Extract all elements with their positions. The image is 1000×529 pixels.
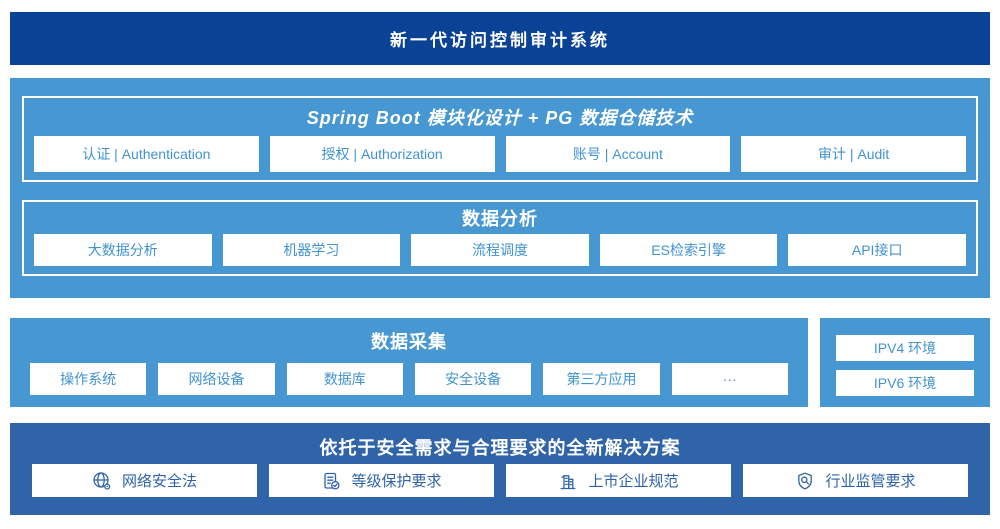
analysis-row: 大数据分析 机器学习 流程调度 ES检索引擎 API接口 xyxy=(32,234,968,266)
globe-icon xyxy=(92,471,112,491)
page-title: 新一代访问控制审计系统 xyxy=(390,31,610,50)
collection-box-network: 网络设备 xyxy=(158,363,275,395)
solution-box-cybersecurity-law: 网络安全法 xyxy=(32,464,257,497)
architecture-frame: Spring Boot 模块化设计 + PG 数据仓储技术 认证 | Authe… xyxy=(22,96,978,182)
collection-box-os: 操作系统 xyxy=(30,363,147,395)
analysis-box-api: API接口 xyxy=(788,234,966,266)
solution-box-listed-company: 上市企业规范 xyxy=(506,464,731,497)
platform-section: Spring Boot 模块化设计 + PG 数据仓储技术 认证 | Authe… xyxy=(10,78,990,298)
solution-box-industry-regulation: 行业监管要求 xyxy=(743,464,968,497)
collection-block: 数据采集 操作系统 网络设备 数据库 安全设备 第三方应用 ··· xyxy=(10,318,808,407)
environment-block: IPV4 环境 IPV6 环境 xyxy=(820,318,990,407)
collection-box-database: 数据库 xyxy=(286,363,403,395)
analysis-box-ml: 机器学习 xyxy=(222,234,401,266)
architecture-title: Spring Boot 模块化设计 + PG 数据仓储技术 xyxy=(306,108,694,128)
solution-title: 依托于安全需求与合理要求的全新解决方案 xyxy=(319,438,681,458)
ipv6-box: IPV6 环境 xyxy=(836,370,974,396)
collection-box-security: 安全设备 xyxy=(414,363,532,395)
analysis-box-bigdata: 大数据分析 xyxy=(34,234,212,266)
solution-row: 网络安全法 等级保护要求 xyxy=(32,464,968,497)
collection-box-more: ··· xyxy=(671,363,788,395)
module-box-audit: 审计 | Audit xyxy=(741,136,966,172)
solution-box-label: 上市企业规范 xyxy=(588,473,679,490)
document-check-icon xyxy=(321,471,341,491)
analysis-title: 数据分析 xyxy=(462,209,538,229)
solution-box-label: 等级保护要求 xyxy=(351,473,442,490)
ipv4-box: IPV4 环境 xyxy=(836,335,974,361)
analysis-frame: 数据分析 大数据分析 机器学习 流程调度 ES检索引擎 API接口 xyxy=(22,200,978,276)
collection-box-thirdparty: 第三方应用 xyxy=(543,363,660,395)
building-icon xyxy=(558,471,578,491)
module-box-authentication: 认证 | Authentication xyxy=(34,136,259,172)
solution-section: 依托于安全需求与合理要求的全新解决方案 网络安全法 xyxy=(10,423,990,515)
module-box-account: 账号 | Account xyxy=(505,136,731,172)
analysis-box-es: ES检索引擎 xyxy=(599,234,778,266)
solution-box-label: 网络安全法 xyxy=(121,473,197,490)
shield-search-icon xyxy=(795,471,815,491)
collection-title: 数据采集 xyxy=(371,332,447,352)
collection-section: 数据采集 操作系统 网络设备 数据库 安全设备 第三方应用 ··· IPV4 环… xyxy=(10,318,990,407)
module-box-authorization: 授权 | Authorization xyxy=(269,136,495,172)
analysis-box-workflow: 流程调度 xyxy=(411,234,589,266)
module-row: 认证 | Authentication 授权 | Authorization 账… xyxy=(32,136,968,172)
solution-box-label: 行业监管要求 xyxy=(825,473,916,490)
collection-row: 操作系统 网络设备 数据库 安全设备 第三方应用 ··· xyxy=(30,363,788,395)
system-title-banner: 新一代访问控制审计系统 xyxy=(10,12,990,65)
solution-box-classified-protection: 等级保护要求 xyxy=(269,464,494,497)
